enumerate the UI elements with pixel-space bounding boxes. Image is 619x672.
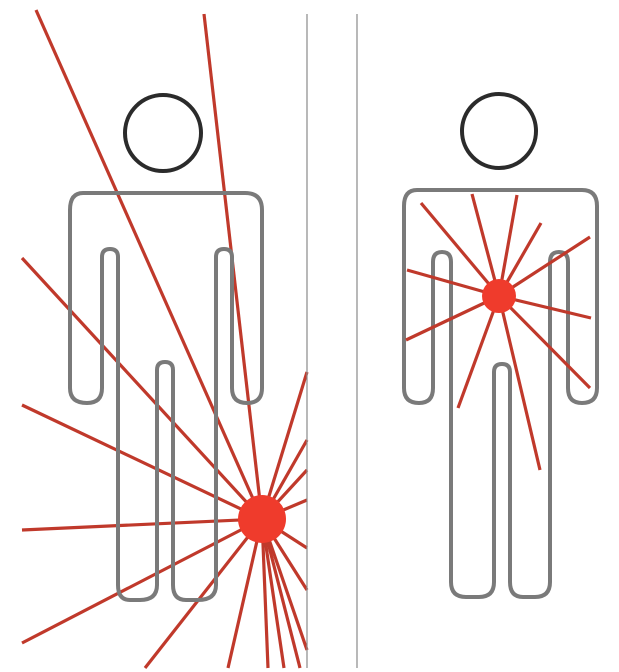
left-figure-head: [125, 95, 201, 171]
left-ray-6: [22, 519, 262, 643]
left-figure-body-outline: [70, 193, 262, 600]
right-figure-head: [462, 94, 536, 168]
right-human-figure: [404, 94, 597, 597]
left-ray-3: [22, 258, 262, 519]
left-radiation-source: [238, 495, 286, 543]
left-ray-4: [22, 405, 262, 519]
left-ray-5: [22, 519, 262, 530]
right-ray-8: [499, 296, 540, 470]
right-panel: [404, 94, 597, 597]
right-radiation-source: [482, 279, 516, 313]
right-ray-7: [499, 296, 590, 388]
left-panel: [22, 10, 307, 668]
